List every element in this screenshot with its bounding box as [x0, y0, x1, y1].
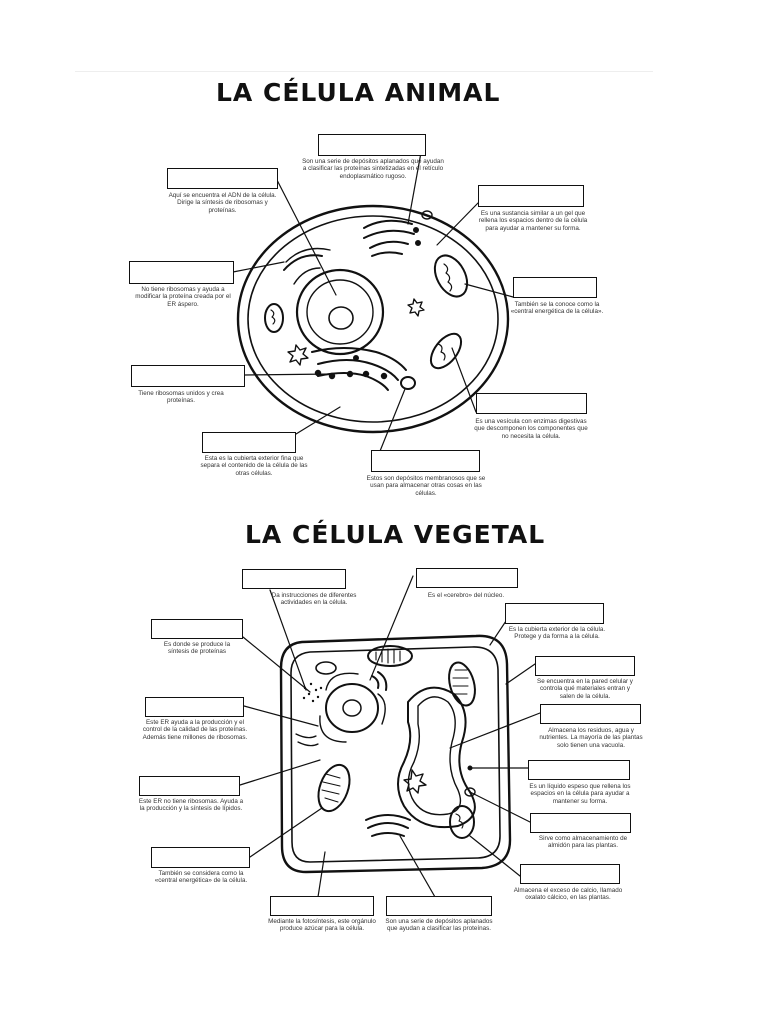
- caption-calcium-crystal: Almacena el exceso de calcio, llamado ox…: [513, 887, 623, 902]
- caption-plant-rough-er: Este ER ayuda a la producción y el contr…: [142, 719, 248, 741]
- top-divider: [75, 71, 653, 72]
- label-box-lysosome[interactable]: [476, 393, 587, 414]
- label-box-calcium-crystal[interactable]: [520, 864, 620, 884]
- caption-rough-er: Tiene ribosomas unidos y crea proteínas.: [138, 390, 224, 405]
- caption-plant-cytoplasm: Es un líquido espeso que rellena los esp…: [529, 783, 631, 805]
- caption-chloroplast: Mediante la fotosíntesis, este orgánulo …: [268, 918, 376, 933]
- label-box-plant-smooth-er[interactable]: [139, 776, 240, 796]
- label-box-plant-cytoplasm[interactable]: [528, 760, 630, 780]
- caption-vacuole: Estos son depósitos membranosos que se u…: [366, 475, 486, 497]
- label-box-plant-rough-er[interactable]: [145, 697, 244, 717]
- label-box-plant-golgi[interactable]: [386, 896, 492, 916]
- label-box-plant-nucleus[interactable]: [416, 568, 518, 588]
- caption-cytoplasm: Es una sustancia similar a un gel que re…: [478, 210, 588, 232]
- caption-golgi: Son una serie de depósitos aplanados que…: [302, 158, 444, 180]
- caption-mitochondria: También se la conoce como la «central en…: [510, 301, 604, 316]
- label-box-membrane[interactable]: [202, 432, 296, 453]
- label-box-plant-vacuole[interactable]: [540, 704, 641, 724]
- caption-plant-vacuole: Almacena los residuos, agua y nutrientes…: [539, 727, 643, 749]
- label-box-rough-er[interactable]: [131, 365, 245, 387]
- caption-ribosomes: Es donde se produce la síntesis de prote…: [163, 641, 231, 656]
- animal-cell-title: LA CÉLULA ANIMAL: [216, 78, 501, 107]
- label-box-mitochondria[interactable]: [513, 277, 597, 298]
- label-box-cell-wall[interactable]: [505, 603, 604, 624]
- caption-amyloplast: Sirve como almacenamiento de almidón par…: [538, 835, 628, 850]
- label-box-chloroplast[interactable]: [270, 896, 374, 916]
- animal-cell-drawing: [232, 146, 514, 462]
- caption-nucleus: Aquí se encuentra el ADN de la célula. D…: [168, 192, 277, 214]
- plant-cell-title: LA CÉLULA VEGETAL: [245, 520, 546, 549]
- label-box-cytoplasm[interactable]: [478, 185, 584, 207]
- caption-plant-mitochondria: También se considera como la «central en…: [154, 870, 248, 885]
- caption-cell-membrane: Se encuentra en la pared celular y contr…: [537, 678, 633, 700]
- plant-cell-drawing: [239, 575, 541, 898]
- label-box-cell-membrane[interactable]: [535, 656, 635, 676]
- label-box-amyloplast[interactable]: [530, 813, 631, 833]
- label-box-nucleolus[interactable]: [242, 569, 346, 589]
- label-box-ribosomes[interactable]: [151, 619, 243, 639]
- label-box-vacuole[interactable]: [371, 450, 480, 472]
- caption-plant-nucleus: Es el «cerebro» del núcleo.: [427, 592, 505, 599]
- label-box-plant-mitochondria[interactable]: [151, 847, 250, 868]
- label-box-nucleus[interactable]: [167, 168, 278, 189]
- caption-plant-golgi: Son una serie de depósitos aplanados que…: [385, 918, 493, 933]
- caption-smooth-er: No tiene ribosomas y ayuda a modificar l…: [135, 286, 231, 308]
- caption-cell-wall: Es la cubierta exterior de la célula. Pr…: [508, 626, 606, 641]
- label-box-smooth-er[interactable]: [129, 261, 234, 284]
- caption-nucleolus: Da instrucciones de diferentes actividad…: [271, 592, 357, 607]
- caption-plant-smooth-er: Este ER no tiene ribosomas. Ayuda a la p…: [138, 798, 244, 813]
- label-box-golgi[interactable]: [318, 134, 426, 156]
- caption-lysosome: Es una vesícula con enzimas digestivas q…: [474, 418, 588, 440]
- caption-membrane: Esta es la cubierta exterior fina que se…: [200, 455, 308, 477]
